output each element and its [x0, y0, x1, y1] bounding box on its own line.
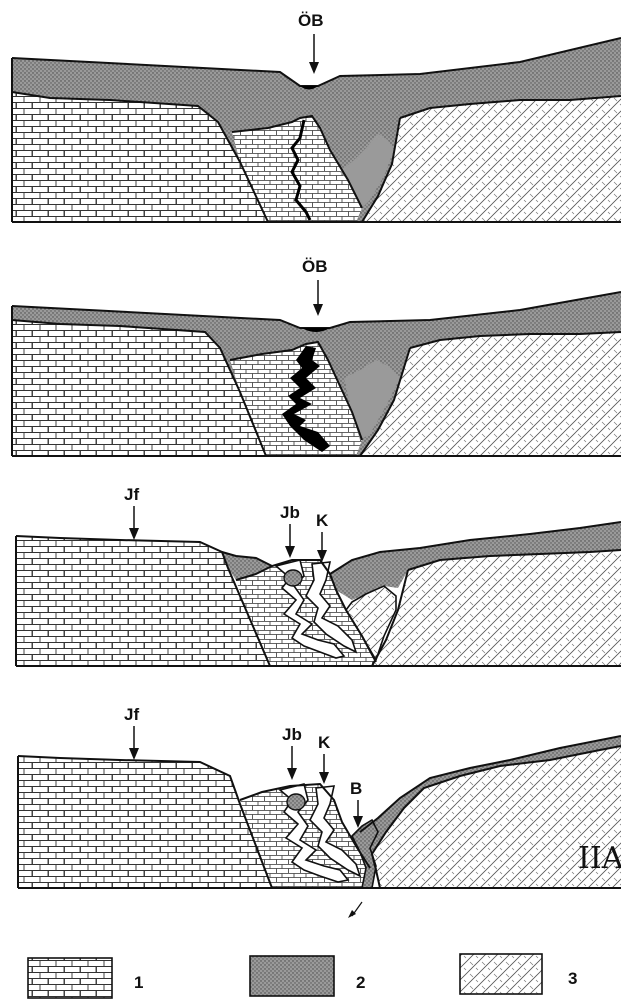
panel-1: ÖB	[12, 11, 621, 222]
unit-1-block	[18, 756, 272, 888]
label-jb-4: Jb	[282, 725, 302, 744]
panel-4: Jf Jb K B IIA	[18, 705, 621, 918]
label-k-3: K	[316, 511, 329, 530]
legend: 1 2 3	[28, 954, 577, 998]
breccia-clast	[284, 570, 302, 586]
label-ob-2: ÖB	[302, 257, 328, 276]
legend-swatch-3	[460, 954, 542, 994]
breccia-clast	[287, 794, 305, 810]
legend-label-1: 1	[134, 973, 143, 992]
panel-2: ÖB	[12, 257, 621, 456]
legend-swatch-2	[250, 956, 334, 996]
legend-label-3: 3	[568, 969, 577, 988]
legend-label-2: 2	[356, 973, 365, 992]
label-k-4: K	[318, 733, 331, 752]
legend-swatch-1	[28, 958, 112, 998]
label-b-4: B	[350, 779, 362, 798]
label-jb-3: Jb	[280, 503, 300, 522]
label-jf-3: Jf	[124, 485, 139, 504]
corner-mark: IIA	[578, 841, 621, 876]
label-ob-1: ÖB	[298, 11, 324, 30]
label-jf-4: Jf	[124, 705, 139, 724]
panel-3: Jf Jb K	[16, 485, 621, 666]
